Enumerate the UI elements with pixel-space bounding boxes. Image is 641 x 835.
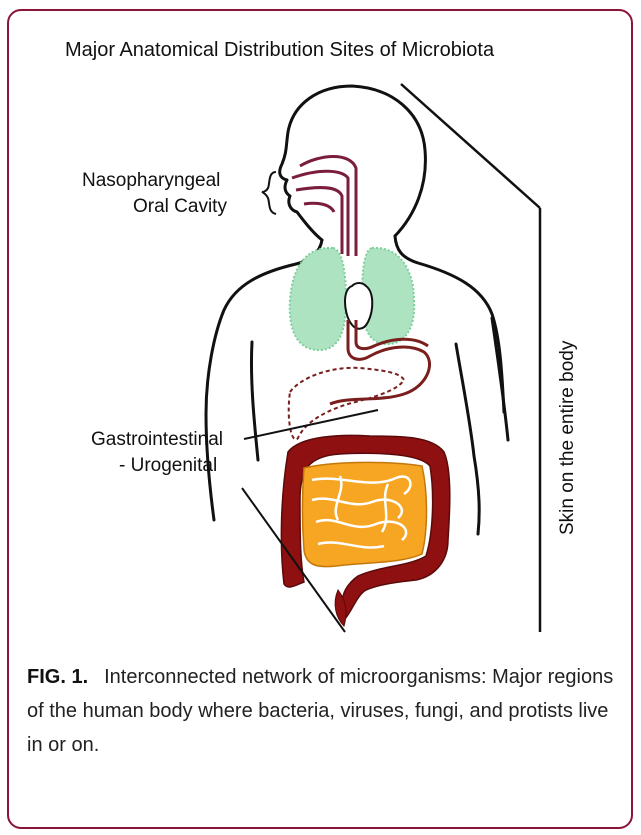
caption-text: Interconnected network of microorganisms… [27, 666, 613, 756]
anatomy-diagram: Major Anatomical Distribution Sites of M… [0, 0, 641, 640]
figure-title: Major Anatomical Distribution Sites of M… [65, 39, 495, 61]
label-skin: Skin on the entire body [557, 340, 578, 535]
esophagus [292, 157, 356, 257]
label-oral-cavity: Oral Cavity [133, 196, 227, 217]
label-nasopharyngeal: Nasopharyngeal [82, 170, 220, 191]
oral-brace [262, 172, 276, 214]
label-gastrointestinal: Gastrointestinal [91, 429, 223, 450]
small-intestine [303, 462, 427, 566]
caption-number: FIG. 1. [27, 666, 88, 688]
label-urogenital: - Urogenital [119, 455, 217, 476]
liver [289, 368, 404, 440]
figure-caption: FIG. 1.Interconnected network of microor… [27, 660, 617, 762]
